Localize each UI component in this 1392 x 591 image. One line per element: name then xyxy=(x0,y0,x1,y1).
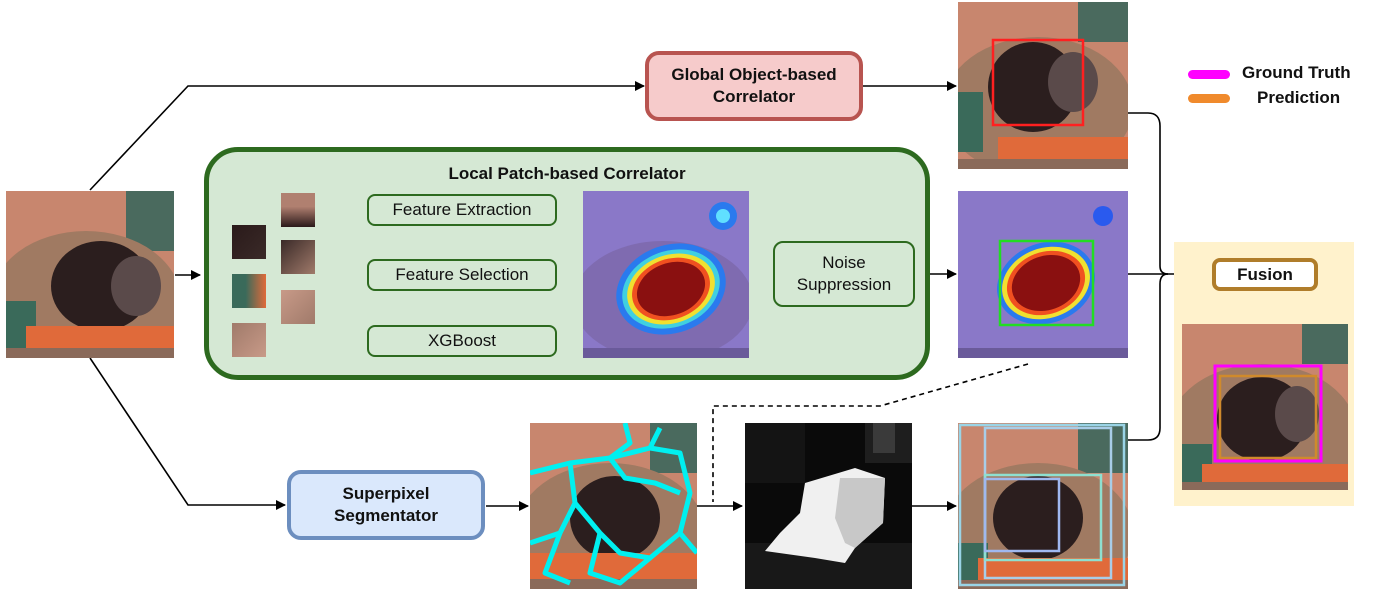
patch-6 xyxy=(281,290,315,324)
patch-2 xyxy=(232,274,266,308)
legend-prediction-label: Prediction xyxy=(1257,88,1341,107)
global-correlator-node: Global Object-based Correlator xyxy=(645,51,863,121)
superpixel-map-image xyxy=(530,423,697,589)
xgboost-node: XGBoost xyxy=(367,325,557,357)
patch-4 xyxy=(281,193,315,227)
dashed-link-local-to-map xyxy=(712,363,1029,502)
arrow-input-to-global xyxy=(89,81,645,191)
legend-ground-truth-swatch xyxy=(1188,70,1230,79)
feature-selection-node: Feature Selection xyxy=(367,259,557,291)
fusion-node: Fusion xyxy=(1212,258,1318,291)
feature-selection-label: Feature Selection xyxy=(395,265,529,284)
superpixel-output-image xyxy=(958,423,1128,589)
wire-global-to-fusion xyxy=(1128,112,1169,275)
superpixel-segmentator-node: Superpixel Segmentator xyxy=(287,470,485,540)
wire-superpixel-to-fusion xyxy=(1128,273,1169,441)
patch-1 xyxy=(232,225,266,259)
global-output-image xyxy=(958,2,1128,169)
noise-suppression-label: Noise Suppression xyxy=(796,253,892,294)
input-image xyxy=(6,191,174,358)
feature-extraction-node: Feature Extraction xyxy=(367,194,557,226)
patch-5 xyxy=(281,240,315,274)
xgboost-label: XGBoost xyxy=(427,331,497,350)
local-bbox xyxy=(998,239,1095,327)
legend-prediction-swatch xyxy=(1188,94,1230,103)
fusion-label: Fusion xyxy=(1237,264,1293,284)
legend-ground-truth-label: Ground Truth xyxy=(1242,63,1351,82)
fusion-prediction-bbox xyxy=(1218,374,1318,460)
local-heatmap-image xyxy=(583,191,749,358)
superpixel-mask-image xyxy=(745,423,912,589)
patch-3 xyxy=(232,323,266,357)
feature-extraction-label: Feature Extraction xyxy=(392,200,532,219)
arrow-input-to-superpixel xyxy=(89,357,286,510)
local-correlator-title: Local Patch-based Correlator xyxy=(448,164,686,183)
fusion-output-image xyxy=(1182,324,1348,490)
global-correlator-label: Global Object-based Correlator xyxy=(671,65,837,106)
noise-suppression-node: Noise Suppression xyxy=(773,241,915,307)
global-bbox xyxy=(991,38,1085,127)
superpixel-segmentator-label: Superpixel Segmentator xyxy=(334,484,438,525)
local-output-image xyxy=(958,191,1128,358)
fusion-ground-truth-bbox xyxy=(1213,364,1323,463)
